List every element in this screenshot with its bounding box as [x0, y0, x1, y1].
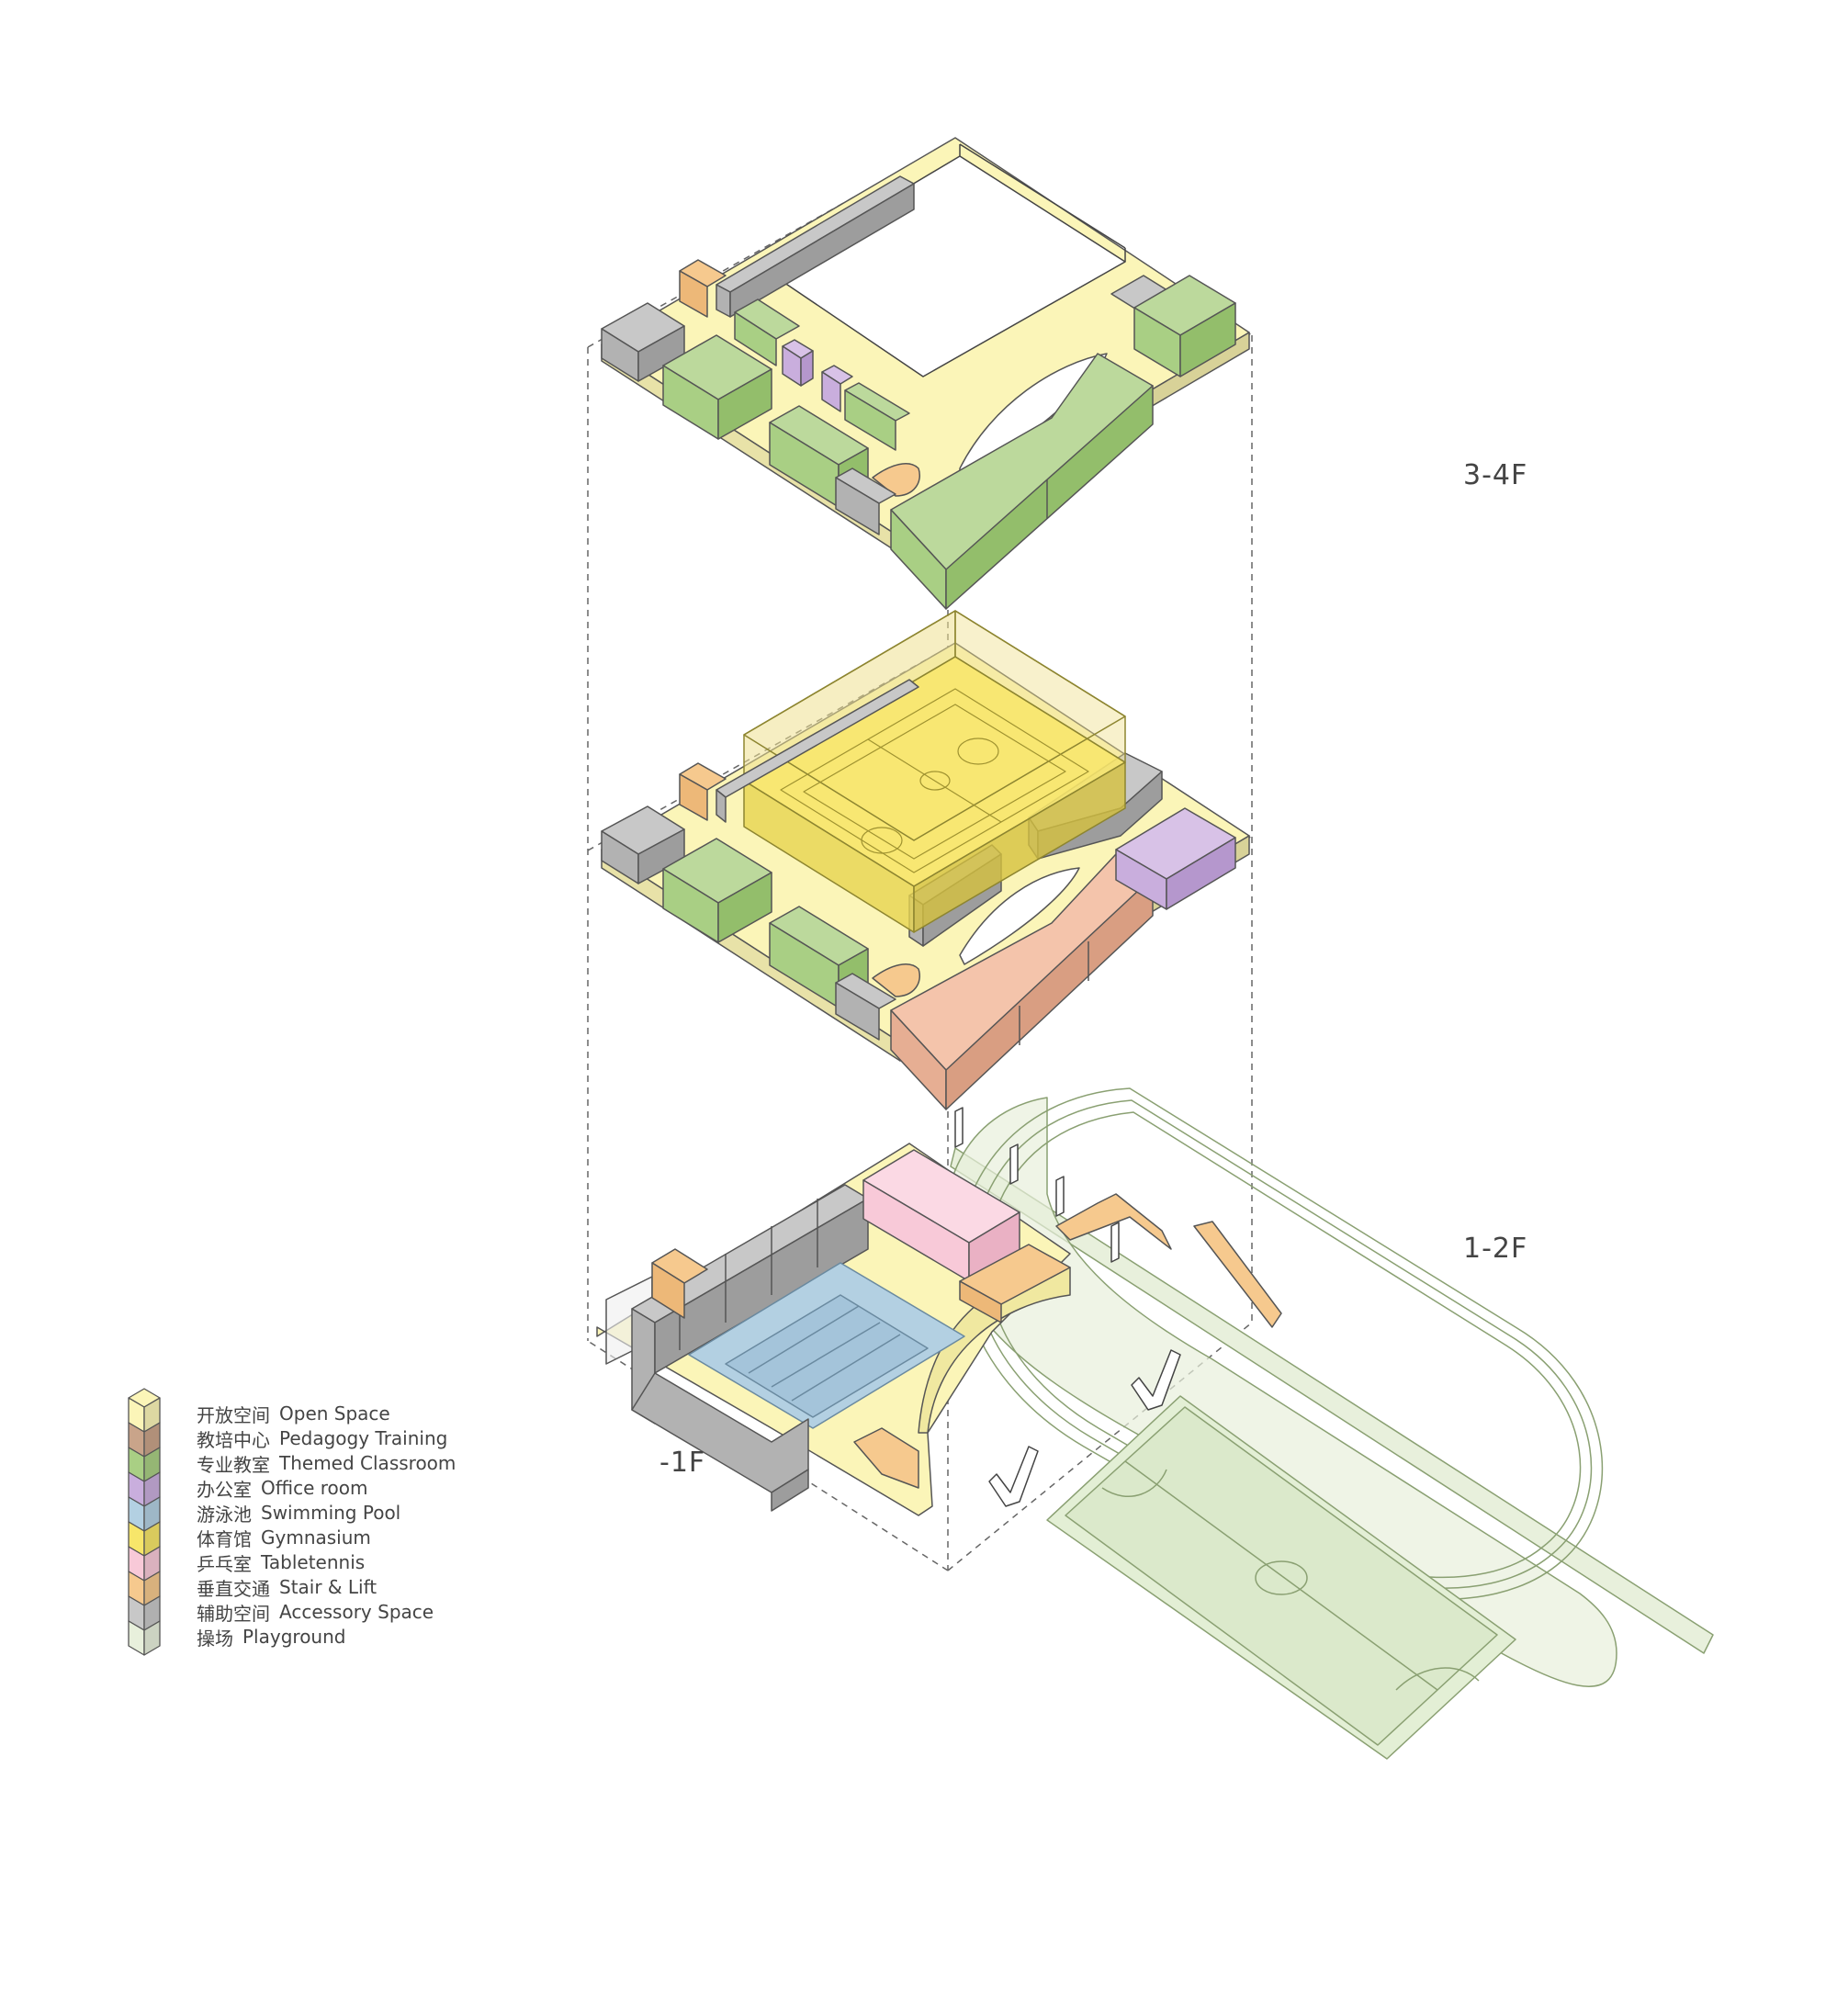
legend-en: Accessory Space: [279, 1601, 434, 1623]
gymnasium-box: [743, 610, 1126, 933]
legend-en: Open Space: [279, 1402, 390, 1425]
columns: [954, 1107, 1120, 1263]
legend-zh: 开放空间: [197, 1403, 270, 1426]
legend-zh: 教培中心: [197, 1428, 270, 1451]
legend-item: 开放空间 Open Space: [197, 1401, 390, 1426]
playground: [945, 1087, 1714, 1760]
legend-zh: 办公室: [197, 1478, 252, 1501]
legend-en: Tabletennis: [261, 1551, 366, 1573]
floor-label-1-2f: 1-2F: [1463, 1233, 1528, 1265]
legend-item: 辅助空间 Accessory Space: [197, 1599, 434, 1625]
legend-cube-right: [143, 1620, 161, 1656]
legend-item: 乒乓室 Tabletennis: [197, 1549, 365, 1575]
legend-item: 游泳池 Swimming Pool: [197, 1500, 400, 1526]
legend-en: Themed Classroom: [279, 1452, 456, 1474]
legend-en: Playground: [242, 1626, 346, 1648]
legend-zh: 操场: [197, 1627, 233, 1650]
legend-en: Swimming Pool: [261, 1502, 401, 1524]
legend-zh: 乒乓室: [197, 1552, 252, 1575]
legend-en: Stair & Lift: [279, 1576, 378, 1598]
stair-block-bottom: [872, 463, 920, 497]
floor-3-4f: [601, 137, 1250, 610]
floor-label-3-4f: 3-4F: [1463, 459, 1528, 491]
legend-item: 体育馆 Gymnasium: [197, 1525, 371, 1550]
legend-zh: 游泳池: [197, 1503, 252, 1526]
legend-item: 专业教室 Themed Classroom: [197, 1450, 456, 1476]
floor-1-2f: [601, 610, 1250, 1110]
legend-stack: [128, 1388, 161, 1656]
legend-en: Gymnasium: [261, 1526, 371, 1549]
legend-item: 操场 Playground: [197, 1624, 345, 1650]
legend-zh: 专业教室: [197, 1453, 270, 1476]
legend-item: 垂直交通 Stair & Lift: [197, 1574, 377, 1600]
floor-basement: [596, 1087, 1714, 1760]
legend-zh: 辅助空间: [197, 1602, 270, 1625]
legend-item: 教培中心 Pedagogy Training: [197, 1425, 447, 1451]
legend-en: Office room: [261, 1477, 368, 1499]
legend-item: 办公室 Office room: [197, 1475, 367, 1501]
floor-label-basement: -1F: [659, 1447, 706, 1479]
legend-zh: 体育馆: [197, 1527, 252, 1550]
legend-en: Pedagogy Training: [279, 1427, 448, 1449]
legend-zh: 垂直交通: [197, 1577, 270, 1600]
